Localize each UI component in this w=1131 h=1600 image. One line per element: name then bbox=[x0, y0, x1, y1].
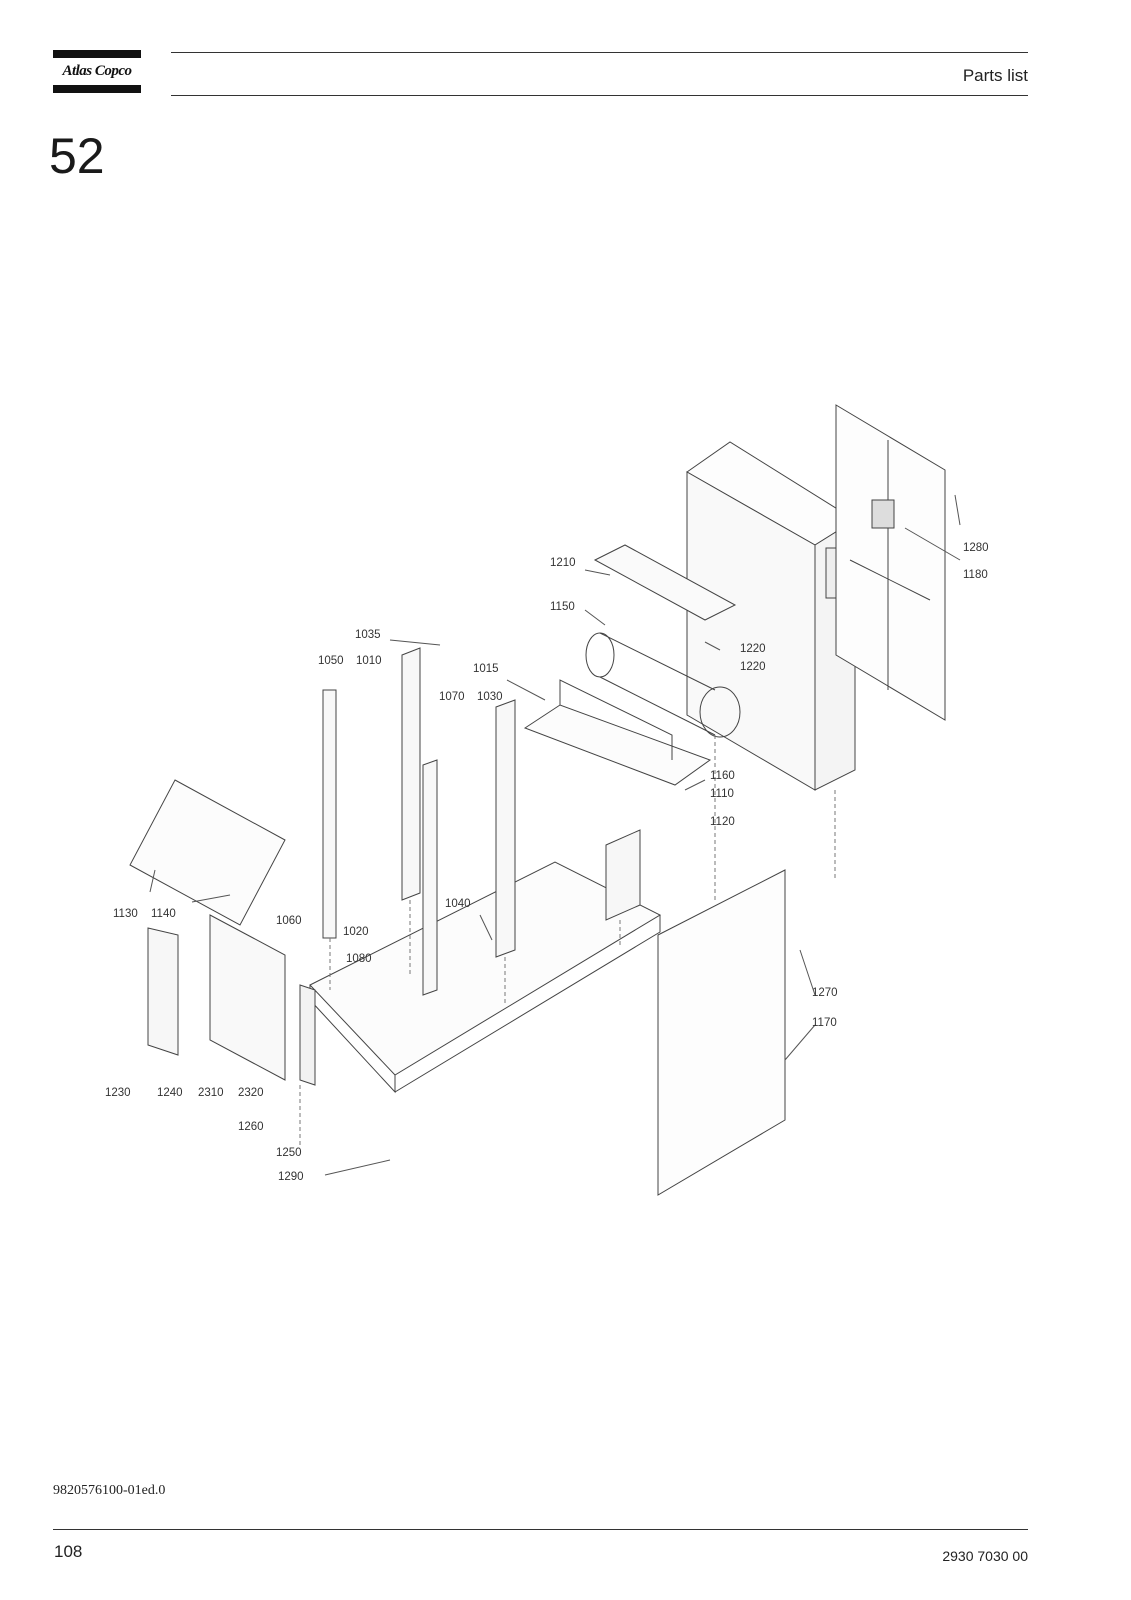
section-number: 52 bbox=[49, 128, 105, 184]
part-label: 1120 bbox=[710, 816, 735, 828]
part-label: 1220 bbox=[740, 643, 766, 655]
part-label: 2320 bbox=[238, 1087, 264, 1099]
document-code: 9820576100-01ed.0 bbox=[53, 1483, 166, 1498]
manual-number: 2930 7030 00 bbox=[942, 1548, 1028, 1564]
part-label: 1140 bbox=[151, 908, 176, 920]
part-label: 1035 bbox=[355, 629, 381, 641]
logo-top-bar bbox=[53, 50, 141, 58]
part-label: 1240 bbox=[157, 1087, 183, 1099]
part-label: 1060 bbox=[276, 915, 302, 927]
part-label: 1280 bbox=[963, 542, 989, 554]
part-label: 1150 bbox=[550, 601, 575, 613]
part-label: 1180 bbox=[963, 569, 988, 581]
logo-wordmark: Atlas Copco bbox=[62, 63, 132, 79]
logo-bottom-bar bbox=[53, 85, 141, 93]
drawing-lines bbox=[129, 404, 961, 1196]
part-label: 1210 bbox=[550, 557, 576, 569]
part-label: 1080 bbox=[346, 953, 372, 965]
part-label: 1020 bbox=[343, 926, 369, 938]
atlas-copco-logo: Atlas Copco bbox=[53, 50, 141, 93]
part-label: 1130 bbox=[113, 908, 138, 920]
part-label: 1290 bbox=[278, 1171, 304, 1183]
part-label: 1015 bbox=[473, 663, 499, 675]
exploded-parts-drawing: 1210 1150 1220 1220 1280 1180 1035 1050 … bbox=[105, 404, 989, 1196]
part-label: 1040 bbox=[445, 898, 471, 910]
part-label: 1260 bbox=[238, 1121, 264, 1133]
page-number: 108 bbox=[54, 1542, 83, 1561]
header-title: Parts list bbox=[962, 66, 1028, 85]
header-rule-bottom bbox=[171, 95, 1028, 96]
part-label: 2310 bbox=[198, 1087, 224, 1099]
part-label: 1170 bbox=[812, 1017, 837, 1029]
part-label: 1220 bbox=[740, 661, 766, 673]
footer-rule bbox=[53, 1529, 1028, 1530]
part-label: 1110 bbox=[710, 788, 734, 800]
part-label: 1070 bbox=[439, 691, 465, 703]
part-label: 1270 bbox=[812, 987, 838, 999]
part-label: 1010 bbox=[356, 655, 382, 667]
part-label: 1160 bbox=[710, 770, 735, 782]
part-label: 1230 bbox=[105, 1087, 131, 1099]
part-label: 1050 bbox=[318, 655, 344, 667]
header-rule-top bbox=[171, 52, 1028, 53]
part-label: 1250 bbox=[276, 1147, 302, 1159]
part-label: 1030 bbox=[477, 691, 503, 703]
